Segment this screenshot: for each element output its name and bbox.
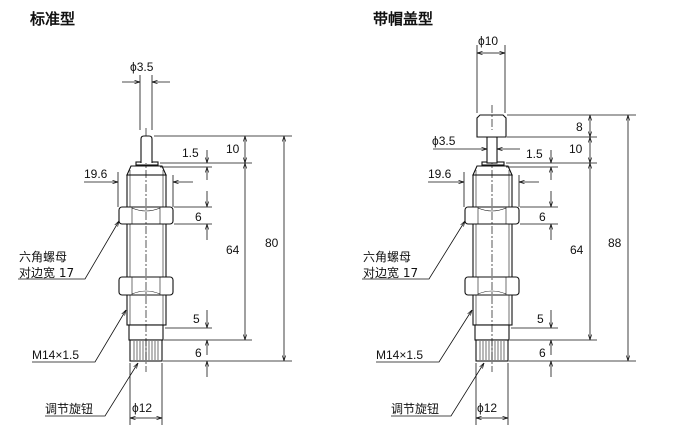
body-length-dimension: 64: [226, 243, 240, 257]
rod-diameter-label: ϕ3.5: [130, 60, 154, 74]
nut-thickness-dimension: 6: [195, 210, 202, 224]
step-dimension: 1.5: [526, 147, 543, 161]
cap: [476, 114, 507, 138]
shock-absorber-body: [464, 127, 520, 373]
piston-rod: [486, 136, 498, 164]
hex-nut-label: 六角螺母: [19, 250, 67, 264]
knob-diameter-label: ϕ12: [132, 401, 152, 415]
nut-thickness-dimension: 6: [539, 210, 546, 224]
thread-label: M14×1.5: [32, 348, 79, 362]
total-length-dimension: 88: [608, 236, 622, 250]
capped-title: 带帽盖型: [373, 10, 433, 28]
knob-diameter-label: ϕ12: [477, 401, 497, 415]
stroke-dimension: 10: [226, 142, 240, 156]
capped-type-drawing: 带帽盖型 ϕ10 ϕ3.5 8 10: [362, 10, 636, 425]
width-dimension: 19.6: [84, 167, 108, 181]
total-length-dimension: 80: [265, 236, 279, 250]
shock-absorber-body: [118, 127, 174, 373]
knob-height-dimension: 6: [539, 346, 546, 360]
hex-nut-size-label: 对边宽 17: [19, 265, 74, 280]
thread-label: M14×1.5: [376, 348, 423, 362]
width-dimension: 19.6: [428, 167, 452, 181]
standard-type-drawing: 标准型 ϕ3.5 10 64 80 1.5 6: [18, 10, 292, 425]
hex-nut-label: 六角螺母: [363, 250, 411, 264]
stroke-dimension: 10: [569, 142, 583, 156]
piston-rod: [140, 135, 153, 163]
adjust-knob-label: 调节旋钮: [391, 401, 439, 416]
rod-diameter-label: ϕ3.5: [432, 134, 456, 148]
hex-nut-size-label: 对边宽 17: [363, 265, 418, 280]
cap-diameter-label: ϕ10: [478, 34, 498, 48]
step-dimension: 1.5: [182, 146, 199, 160]
standard-title: 标准型: [29, 10, 75, 28]
thread-end-dimension: 5: [193, 312, 200, 326]
cap-height-dimension: 8: [576, 120, 583, 134]
body-length-dimension: 64: [570, 243, 584, 257]
knob-height-dimension: 6: [195, 346, 202, 360]
thread-end-dimension: 5: [537, 312, 544, 326]
adjust-knob-label: 调节旋钮: [45, 401, 93, 416]
